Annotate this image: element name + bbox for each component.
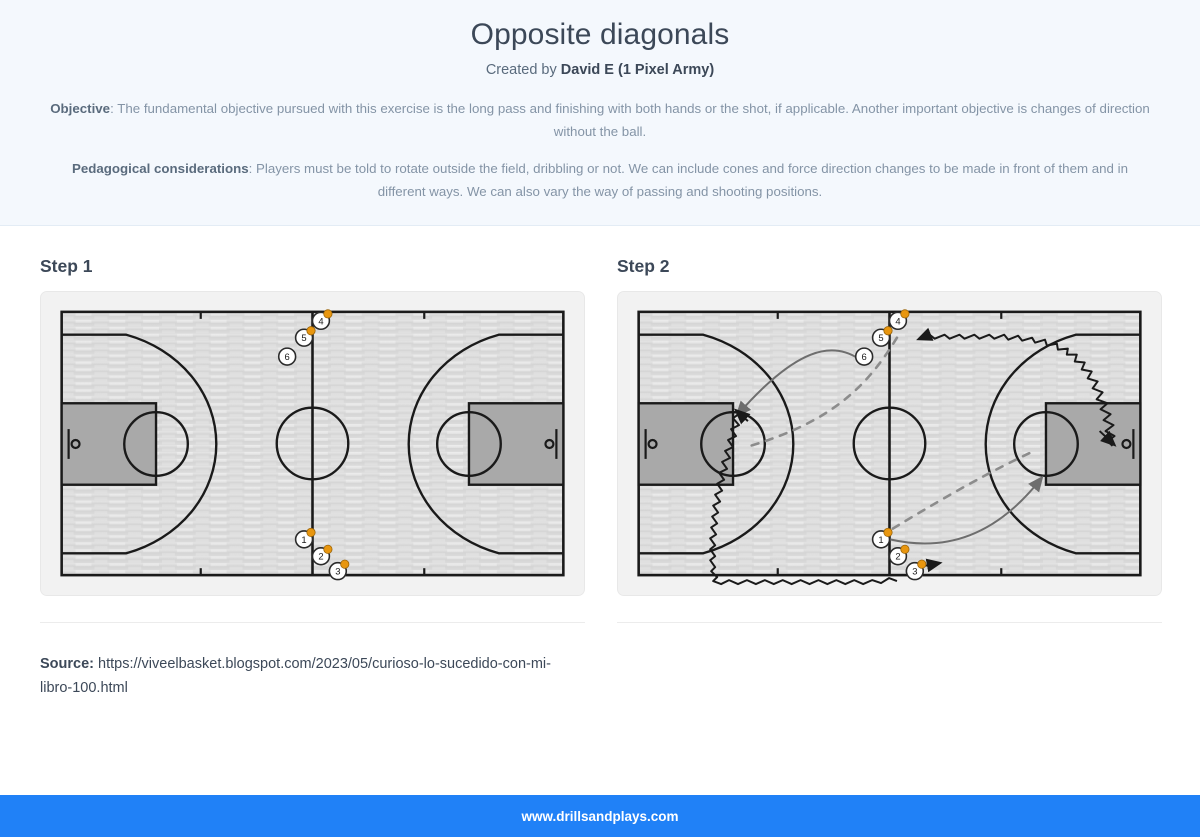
player-marker-2: 2 xyxy=(888,545,910,566)
player-marker-1: 1 xyxy=(871,528,893,550)
objective-paragraph: Objective: The fundamental objective pur… xyxy=(50,98,1150,144)
objective-text: : The fundamental objective pursued with… xyxy=(110,101,1150,139)
player-marker-4: 4 xyxy=(888,309,910,331)
dribble-path-left xyxy=(709,412,898,586)
step-1: Step 1 xyxy=(40,256,585,624)
page-title: Opposite diagonals xyxy=(470,18,730,51)
steps-container: Step 1 xyxy=(0,226,1200,624)
step-2-title: Step 2 xyxy=(617,256,670,277)
objective-label: Objective xyxy=(50,101,111,116)
svg-text:6: 6 xyxy=(285,351,290,362)
player-marker-5: 5 xyxy=(871,326,893,348)
created-by-prefix: Created by xyxy=(485,62,561,78)
dribble-arrow-left-rim xyxy=(734,408,751,425)
svg-text:2: 2 xyxy=(895,551,900,562)
step-2-court-diagram: 4 5 6 1 2 xyxy=(617,291,1162,597)
author-name: David E (1 Pixel Army) xyxy=(560,62,715,78)
step-2-divider xyxy=(617,622,1162,624)
page-header: Opposite diagonals Created by David E (1… xyxy=(0,0,1200,227)
step-1-court-diagram: 4 5 6 1 xyxy=(40,291,585,597)
svg-text:3: 3 xyxy=(335,566,340,577)
dribble-arrow-right-rim xyxy=(1098,430,1117,448)
player-marker-6: 6 xyxy=(277,347,297,367)
svg-text:4: 4 xyxy=(318,316,323,327)
dribble-path-top xyxy=(916,328,1116,448)
player-marker-2: 2 xyxy=(311,545,333,566)
svg-text:5: 5 xyxy=(878,333,883,344)
source-url: https://viveelbasket.blogspot.com/2023/0… xyxy=(40,656,551,696)
step-1-title: Step 1 xyxy=(40,256,93,277)
svg-text:1: 1 xyxy=(301,534,306,545)
source-label: Source: xyxy=(40,656,94,673)
step-1-divider xyxy=(40,622,585,624)
svg-text:6: 6 xyxy=(862,351,867,362)
step-2: Step 2 xyxy=(617,256,1162,624)
source-line: Source: https://viveelbasket.blogspot.co… xyxy=(0,623,620,700)
pedagogical-label: Pedagogical considerations xyxy=(72,160,249,176)
pedagogical-paragraph: Pedagogical considerations: Players must… xyxy=(50,158,1150,204)
cut-line-top xyxy=(748,336,899,448)
pass-line-bottom xyxy=(889,476,1044,545)
svg-text:3: 3 xyxy=(912,566,917,577)
player-marker-6: 6 xyxy=(854,347,874,367)
player-marker-4: 4 xyxy=(311,309,333,331)
player-marker-3: 3 xyxy=(328,560,350,581)
player-marker-3: 3 xyxy=(905,560,927,581)
svg-text:2: 2 xyxy=(318,551,323,562)
pass-line-top xyxy=(735,349,859,418)
svg-text:5: 5 xyxy=(301,333,306,344)
player-marker-1: 1 xyxy=(294,528,316,550)
player-marker-5: 5 xyxy=(294,326,316,348)
footer-site-url[interactable]: www.drillsandplays.com xyxy=(521,808,679,824)
svg-text:1: 1 xyxy=(878,534,883,545)
site-footer: www.drillsandplays.com xyxy=(0,795,1200,837)
pedagogical-text: : Players must be told to rotate outside… xyxy=(248,160,1128,199)
svg-text:4: 4 xyxy=(895,316,900,327)
created-by: Created by David E (1 Pixel Army) xyxy=(28,62,1172,78)
